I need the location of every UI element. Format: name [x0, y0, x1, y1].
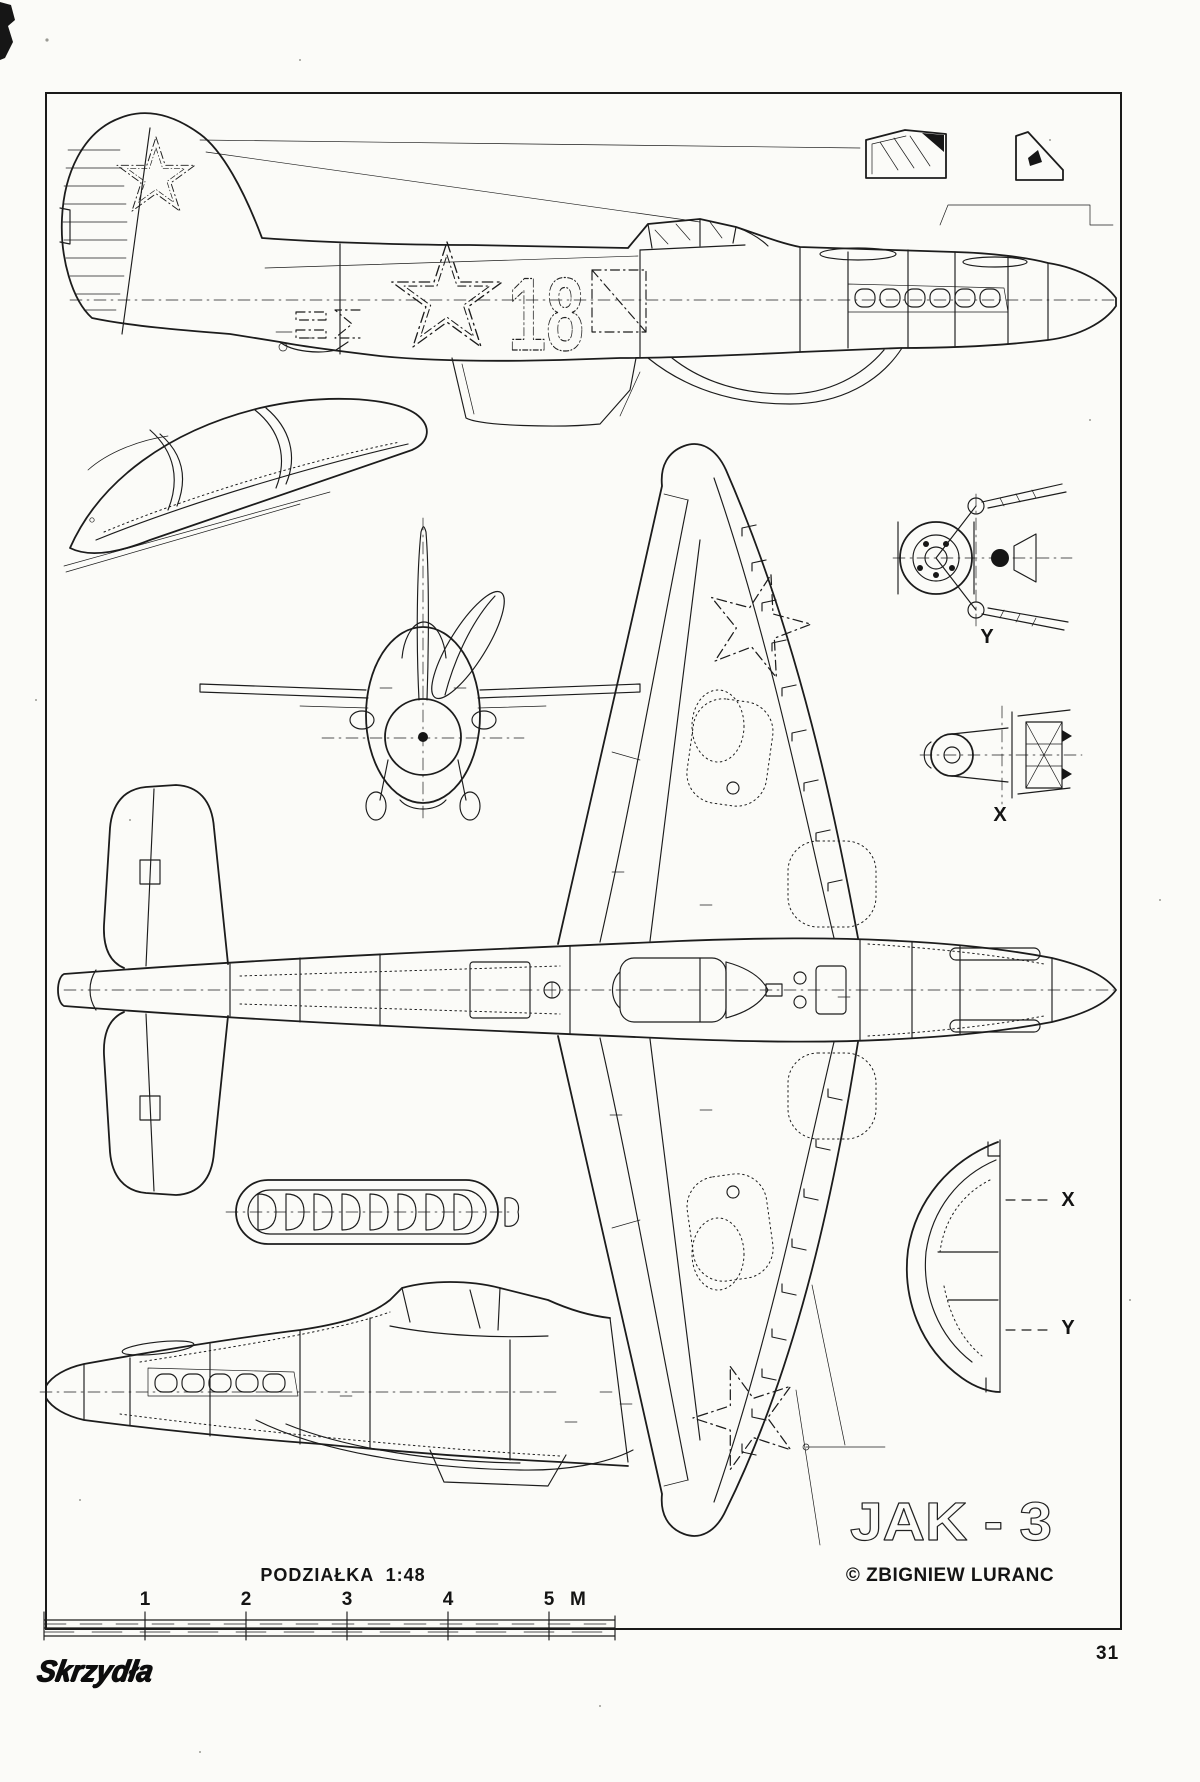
plate-title: JAK - 3 — [850, 1492, 1052, 1552]
exhaust-ports — [257, 1193, 473, 1231]
page-number: 31 — [1096, 1643, 1120, 1664]
drawing-frame — [45, 92, 1122, 1630]
exhaust-stack-detail — [225, 1179, 520, 1245]
side-view-left: 18 — [59, 112, 1117, 427]
canopy-perspective-detail — [63, 397, 428, 573]
wing-rib-marks — [741, 524, 843, 892]
scale-bar — [43, 1611, 616, 1641]
red-star-insignia — [680, 560, 822, 1477]
tactical-number-marking — [295, 269, 647, 339]
scale-label: PODZIAŁKA 1:48 — [260, 1565, 426, 1585]
scale-tick-3: 3 — [341, 1589, 353, 1610]
canopy-position-details — [865, 129, 1114, 226]
tail-wheel-detail-label: X — [993, 804, 1007, 826]
main-gear-detail — [892, 483, 1073, 631]
section-y-label: Y — [1061, 1317, 1075, 1339]
scan-speckles — [35, 59, 1161, 1753]
scan-ink-blob — [0, 2, 49, 60]
scale-tick-5: 5 — [543, 1589, 555, 1610]
main-gear-detail-label: Y — [980, 626, 994, 648]
propeller-blade — [431, 590, 505, 700]
section-x-label: X — [1061, 1189, 1075, 1211]
scale-tick-1: 1 — [139, 1589, 151, 1610]
top-view — [57, 443, 1117, 1546]
scale-tick-4: 4 — [442, 1589, 454, 1610]
copyright-credit: © ZBIGNIEW LURANC — [845, 1565, 1055, 1586]
wing-rib-marks — [741, 1088, 843, 1456]
scale-tick-2: 2 — [240, 1589, 252, 1610]
front-view — [199, 517, 641, 821]
exhaust-stacks — [154, 1373, 286, 1393]
tactical-number: 18 — [508, 257, 584, 373]
exhaust-stacks — [854, 288, 1001, 308]
tail-wheel-detail — [919, 705, 1083, 805]
red-star-insignia — [116, 136, 503, 348]
wing-section-detail — [906, 1139, 1053, 1393]
side-view-right — [39, 1281, 634, 1487]
magazine-logo: Skrzydła — [34, 1654, 156, 1688]
scale-unit: M — [570, 1589, 586, 1610]
